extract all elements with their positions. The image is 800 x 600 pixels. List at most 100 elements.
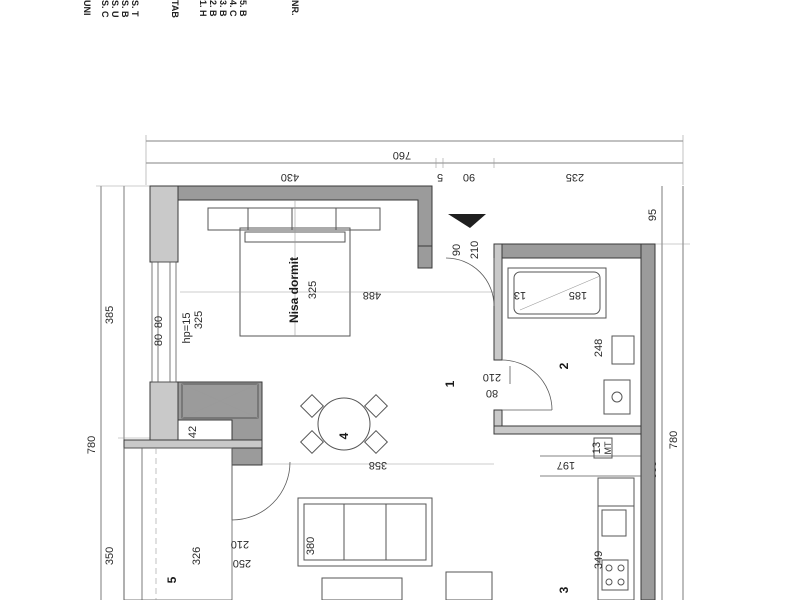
right-dimension-chain: 95 685 780 (647, 186, 690, 600)
wardrobe (207, 207, 381, 231)
left-dimension-chain: 385 780 350 (86, 185, 150, 600)
dim-kitchen-197: 197 (557, 459, 575, 471)
dim-left-385: 385 (104, 306, 116, 324)
dim-left-780: 780 (86, 436, 98, 454)
dim-room-488: 488 (363, 289, 381, 301)
dim-right-780: 780 (668, 431, 680, 449)
room-label-4: 4 (337, 432, 351, 439)
room-label-5: 5 (165, 576, 179, 583)
wall-left-upper (149, 185, 179, 263)
balcony: 5 326 210 250 (123, 447, 291, 600)
stove-burner (617, 564, 625, 572)
storage-box (181, 383, 259, 419)
dim-mt-13: 13 (591, 442, 603, 454)
wall-entry (417, 245, 433, 269)
left-window: 80 80 hp=15 325 (151, 261, 205, 383)
balcony-door-swing (231, 461, 291, 521)
dim-right-95: 95 (647, 209, 659, 221)
legend-col-b-title: TAB (170, 0, 180, 18)
bathtub (507, 267, 607, 319)
walls (123, 185, 656, 600)
bathroom: 185 13 248 2 210 80 (483, 267, 635, 415)
dim-hall-210: 210 (483, 371, 501, 383)
main-room: 1 4 358 42 380 3 349 (181, 380, 605, 600)
dim-window-80: 80 (153, 316, 165, 328)
room-label-niche: Nisa dormit (287, 257, 301, 323)
top-dimension-chain: 760 430 5 90 235 (145, 135, 684, 185)
sofa (297, 497, 433, 567)
dim-balcony-210: 210 (231, 538, 249, 550)
sofa-seat (303, 503, 427, 561)
dim-left-350: 350 (104, 547, 116, 565)
room-label-3: 3 (557, 586, 571, 593)
kitchen-counter (597, 477, 635, 600)
sink (601, 509, 627, 537)
stove-burner (605, 578, 613, 586)
stove-burner (617, 578, 625, 586)
wall-balcony-top (123, 439, 263, 449)
dim-window-325: 325 (193, 311, 205, 329)
entry-arrow-icon (448, 214, 486, 228)
legend-col-b-row: 2. B (208, 0, 218, 17)
legend-col-a-row: S. C (100, 0, 110, 18)
bathtub-inner (513, 271, 601, 315)
room-size-niche: 325 (307, 281, 319, 299)
dim-seg-235: 235 (566, 171, 584, 183)
chair (299, 393, 325, 419)
wall-bath-bottom (493, 425, 642, 435)
meter-box (593, 437, 613, 459)
bathroom-door-swing (501, 359, 553, 411)
dining-table (317, 397, 371, 451)
armchair (445, 571, 493, 600)
window-frame (151, 261, 177, 383)
dim-bath-185: 185 (569, 289, 587, 301)
dim-seg-430: 430 (281, 171, 299, 183)
coffee-table (321, 577, 403, 600)
wall-left-mid (149, 381, 179, 441)
legend-col-a-row: S. B (120, 0, 130, 18)
balcony-outline (123, 447, 233, 600)
dim-mt-label: MT (603, 441, 613, 454)
chair (299, 429, 325, 455)
dim-living-349: 349 (593, 551, 605, 569)
washbasin (603, 379, 631, 415)
legend-col-b-row: 3. B (218, 0, 228, 17)
dim-bath-13: 13 (514, 289, 526, 301)
room-label-1: 1 (443, 380, 457, 387)
dim-total-width: 760 (393, 149, 411, 161)
wall-right (640, 243, 656, 600)
dim-table-358: 358 (369, 459, 387, 471)
dim-door-210: 210 (469, 241, 481, 259)
stove-burner (605, 564, 613, 572)
wall-top-left (149, 185, 433, 247)
dim-seg-90: 90 (463, 171, 475, 183)
bathtub-diagonal (519, 275, 601, 311)
legend-col-a-row: S. U (110, 0, 120, 18)
dim-sofa-380: 380 (305, 537, 317, 555)
legend-col-a-title: UNI (82, 0, 92, 16)
legend-col-b-row: 1. H (198, 0, 208, 17)
header-legend: UNI S. C S. U S. B S. T TAB 1. H 2. B 3.… (82, 0, 300, 18)
dim-window-80b: 80 (153, 334, 165, 346)
dim-seg-5: 5 (437, 171, 443, 183)
toilet (611, 335, 635, 365)
wall-bath-left (493, 243, 503, 361)
kitchen: 197 13 MT (540, 437, 641, 600)
sleeping-niche: Nisa dormit 325 488 (180, 200, 494, 337)
dim-door-90: 90 (451, 244, 463, 256)
dim-window-hp: hp=15 (181, 313, 193, 344)
room-label-2: 2 (557, 362, 571, 369)
legend-col-b-row: 4. C (228, 0, 238, 17)
entry-door: 90 210 (445, 214, 495, 307)
chair (363, 429, 389, 455)
dim-hall-80: 80 (486, 387, 498, 399)
wall-column (177, 381, 263, 466)
chair (363, 393, 389, 419)
legend-col-a-row: S. T (130, 0, 140, 17)
dim-balcony-326: 326 (191, 547, 203, 565)
legend-col-b-row: 5. B (238, 0, 248, 17)
stove (601, 559, 629, 591)
washbasin-drain (611, 391, 623, 403)
